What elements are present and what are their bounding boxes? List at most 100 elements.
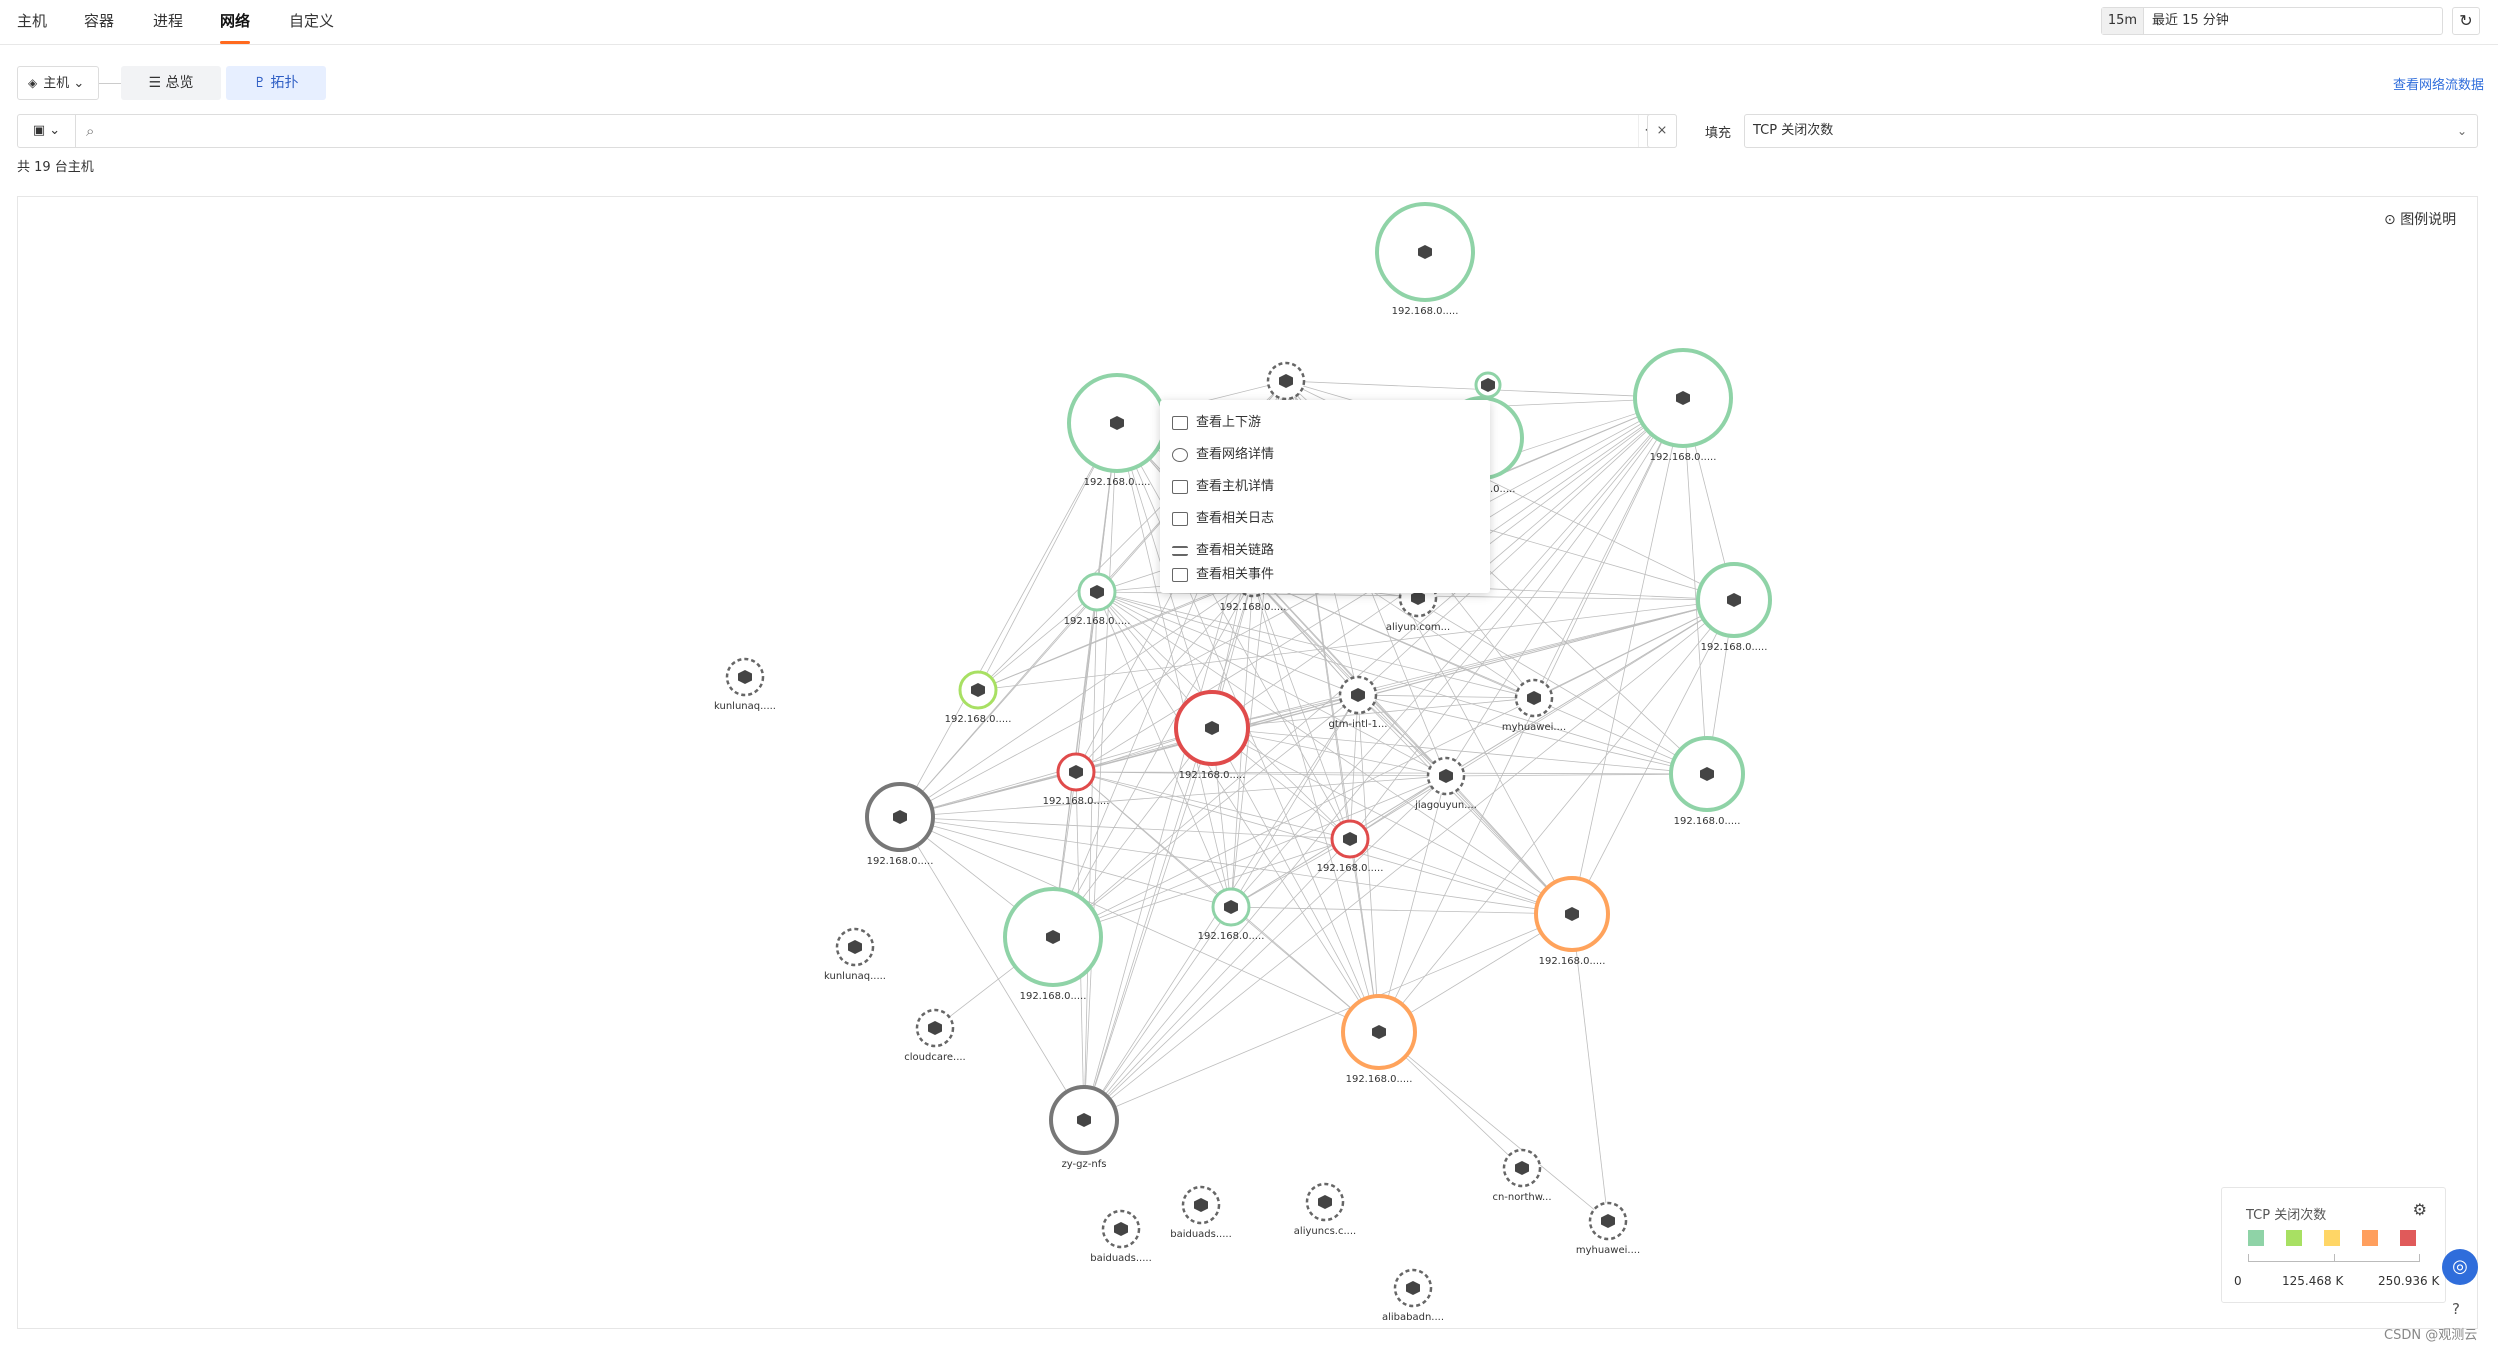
edge [1096,591,1232,908]
host-type-select[interactable]: ◈主机 ⌄ [17,66,99,100]
edge [899,727,1213,818]
topology-node[interactable]: 192.168.0..... [1341,994,1417,1085]
topology-node[interactable]: 192.168.0..... [1669,736,1745,827]
tab-container[interactable]: 容器 [84,12,115,30]
node-label: 192.168.0..... [1020,991,1087,1002]
topology-node[interactable]: cloudcare.... [904,1008,966,1063]
search-input[interactable] [108,119,1608,143]
topology-node[interactable]: 192.168.0..... [945,670,1012,725]
topology-node[interactable]: alibabadn.... [1382,1268,1444,1323]
topology-node[interactable]: 192.168.0..... [1043,752,1110,807]
topology-node[interactable] [1474,371,1502,399]
calendar-icon [1172,567,1188,582]
topology-node[interactable]: 192.168.0..... [865,782,935,867]
legend-value-max: 250.936 K [2378,1274,2440,1288]
edge [1349,599,1735,840]
edge [899,591,1098,818]
edge [1075,771,1708,775]
node-label: gtm-intl-1... [1329,719,1388,730]
edge [1096,591,1447,777]
tab-process[interactable]: 进程 [153,12,184,30]
topology-node[interactable]: myhuawei.... [1576,1201,1640,1256]
host-cube-icon [848,940,862,954]
tab-custom[interactable]: 自定义 [289,12,335,30]
topology-node[interactable]: 192.168.0..... [1064,572,1131,627]
legend-swatch [2400,1230,2416,1246]
edge [1378,775,1447,1033]
tab-network[interactable]: 网络 [220,0,251,45]
search-type-select[interactable]: ▣ ⌄ [18,115,76,147]
topology-node[interactable]: kunlunaq..... [714,657,776,712]
edge [1571,599,1735,915]
topology-canvas[interactable] [17,196,2478,1329]
host-cube-icon [1279,374,1293,388]
chevron-down-icon: ⌄ [2456,124,2467,138]
edge [1116,422,1351,840]
help-icon[interactable]: ? [2452,1300,2460,1318]
edge [899,816,1380,1033]
menu-item-events[interactable]: 查看相关事件 [1172,560,1472,590]
edge [899,816,1573,915]
legend-toggle[interactable]: ⊙ 图例说明 [2384,209,2456,229]
topology-node[interactable]: 192.168.0..... [1067,373,1167,488]
topology-node[interactable]: 192.168.0..... [1696,562,1772,653]
topology-icon: ♇ [253,75,271,91]
topology-node[interactable]: 192.168.0..... [1534,876,1610,967]
edge [1083,906,1232,1121]
topology-node[interactable]: jiagouyun.... [1414,756,1477,811]
topology-node[interactable]: 192.168.0..... [1003,887,1103,1002]
topology-button[interactable]: ♇ 拓扑 [226,66,326,100]
refresh-icon[interactable]: ↻ [2452,7,2480,35]
overview-button[interactable]: ☰ 总览 [121,66,221,100]
topology-node[interactable]: 192.168.0..... [1174,690,1250,781]
host-cube-icon [1439,769,1453,783]
edge [1357,694,1573,915]
tab-host[interactable]: 主机 [17,12,48,30]
topology-node[interactable] [1266,361,1306,401]
host-cube-icon [1515,1161,1529,1175]
topology-node[interactable]: myhuawei.... [1502,678,1566,733]
edge [899,775,1447,818]
node-label: zy-gz-nfs [1062,1159,1107,1170]
topology-node[interactable]: cn-northw... [1492,1148,1552,1203]
topology-node[interactable]: kunlunaq..... [824,927,886,982]
menu-item-upstream[interactable]: 查看上下游 [1172,408,1472,438]
gear-icon[interactable]: ⚙ [2412,1200,2427,1219]
topology-node[interactable]: baiduads..... [1170,1185,1232,1240]
topology-node[interactable]: 192.168.0..... [1375,202,1475,317]
view-net-flow-link[interactable]: 查看网络流数据 [2393,78,2485,93]
node-label: cloudcare.... [904,1052,965,1063]
menu-item-traces[interactable]: 查看相关链路 [1172,536,1472,566]
assistant-icon[interactable]: ◎ [2442,1249,2478,1285]
legend-swatch [2324,1230,2340,1246]
filter-clear-icon[interactable]: ⨯ [1647,114,1677,148]
fill-metric-select[interactable]: TCP 关闭次数 ⌄ [1744,114,2478,148]
edge [899,397,1684,818]
host-cube-icon [1046,930,1060,944]
node-label: cn-northw... [1492,1192,1551,1203]
fill-label: 填充 [1705,126,1732,141]
topology-node[interactable]: aliyuncs.c.... [1294,1182,1356,1237]
node-label: 192.168.0..... [1179,770,1246,781]
menu-item-logs[interactable]: 查看相关日志 [1172,504,1472,534]
edge [977,599,1735,691]
host-cube-icon [738,670,752,684]
topology-node[interactable]: zy-gz-nfs [1049,1085,1119,1170]
edge [1211,727,1708,775]
node-label: 192.168.0..... [1701,642,1768,653]
time-range-picker[interactable]: 15m 最近 15 分钟 [2101,7,2443,35]
edge [899,816,1232,908]
topology-node[interactable]: 192.168.0..... [1317,819,1384,874]
edge [1052,775,1447,938]
menu-item-network-detail[interactable]: 查看网络详情 [1172,440,1472,470]
edge [1357,694,1447,777]
topology-node[interactable]: gtm-intl-1... [1329,675,1388,730]
edge [899,816,1351,840]
topology-node[interactable]: baiduads..... [1090,1209,1152,1264]
topology-node[interactable]: 192.168.0..... [1633,348,1733,463]
topology-node[interactable]: 192.168.0..... [1198,887,1265,942]
edge [1083,913,1573,1121]
edge [1083,727,1213,1121]
menu-item-host-detail[interactable]: 查看主机详情 [1172,472,1472,502]
